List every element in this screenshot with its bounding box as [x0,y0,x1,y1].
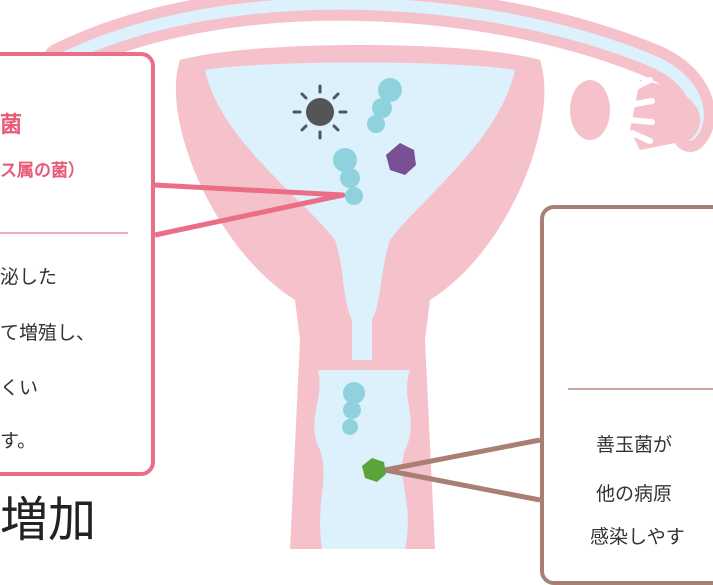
left-callout-subtitle: ス属の菌） [0,156,85,181]
cervical-canal [352,300,372,360]
right-callout-line: 感染しやす [590,522,685,549]
left-callout-title: 菌 [0,107,22,139]
right-callout-line: 他の病原 [596,479,672,506]
left-callout-line: 泌した [0,262,57,289]
ovary-icon [570,80,610,140]
right-divider [568,388,713,390]
bottom-heading: 増加 [0,480,96,550]
left-callout-line: す。 [0,426,36,453]
left-divider [0,232,128,234]
left-callout-line: て増殖し、 [0,318,95,345]
right-callout-line: 善玉菌が [596,430,672,457]
left-callout-line: くい [0,373,38,400]
